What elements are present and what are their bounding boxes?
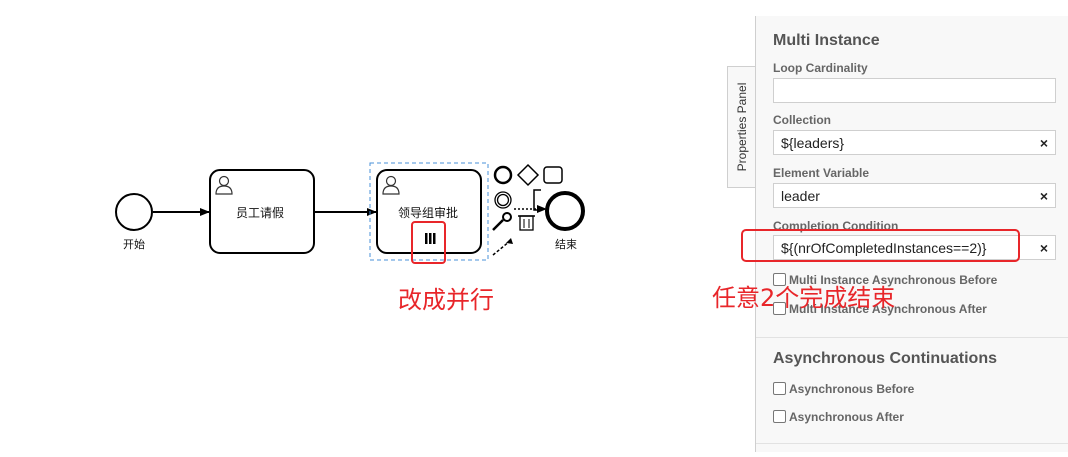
end-event-label: 结束 [555,238,577,251]
completion-condition-field[interactable]: × [773,235,1056,260]
append-end-event-icon[interactable] [493,165,513,185]
annotation-highlight-completion-condition [741,229,1020,262]
clear-element-variable-button[interactable]: × [1039,188,1048,204]
mi-async-before-row[interactable]: Multi Instance Asynchronous Before [773,273,997,287]
bpmn-canvas[interactable]: 开始 员工请假 领导组审批 结束 [0,0,755,452]
mi-async-after-checkbox[interactable] [773,302,786,315]
task1-label: 员工请假 [236,206,285,220]
end-event[interactable] [545,191,585,231]
append-gateway-icon[interactable] [516,163,540,187]
properties-panel-toggle[interactable]: Properties Panel [727,66,755,188]
task-leader-approval[interactable] [376,169,482,254]
collection-label: Collection [773,113,832,127]
user-task-icon [382,175,400,195]
user-task-icon [215,175,233,195]
properties-panel-tab-label: Properties Panel [734,82,749,172]
parallel-multi-instance-icon [425,233,436,244]
group-divider-bottom [756,443,1068,444]
diagram-svg [115,162,585,264]
element-variable-field[interactable]: × [773,183,1056,208]
append-task-icon[interactable] [543,166,563,184]
collection-input[interactable] [774,131,1031,154]
context-pad[interactable] [492,163,563,256]
mi-async-before-checkbox[interactable] [773,273,786,286]
async-before-row[interactable]: Asynchronous Before [773,382,914,396]
selection-outline [369,162,489,261]
loop-cardinality-label: Loop Cardinality [773,61,868,75]
wrench-icon[interactable] [492,212,512,231]
annotation-parallel-note: 改成并行 [398,286,494,314]
clear-completion-condition-button[interactable]: × [1039,240,1048,256]
element-variable-input[interactable] [774,184,1031,207]
async-continuations-title: Asynchronous Continuations [773,350,997,367]
mi-async-after-label: Multi Instance Asynchronous After [789,302,987,316]
clear-collection-button[interactable]: × [1039,135,1048,151]
async-after-row[interactable]: Asynchronous After [773,410,904,424]
completion-condition-input[interactable] [774,236,1031,259]
mi-async-after-row[interactable]: Multi Instance Asynchronous After [773,302,987,316]
collection-field[interactable]: × [773,130,1056,155]
async-after-checkbox[interactable] [773,410,786,423]
multi-instance-title: Multi Instance [773,32,880,49]
start-event[interactable] [115,193,153,231]
start-event-label: 开始 [123,238,145,251]
loop-cardinality-field[interactable] [773,78,1056,103]
mi-async-before-label: Multi Instance Asynchronous Before [789,273,998,287]
async-before-label: Asynchronous Before [789,382,915,396]
element-variable-label: Element Variable [773,166,870,180]
text-annotation-icon[interactable] [533,189,541,211]
connect-icon[interactable] [492,238,513,256]
group-divider [756,337,1068,338]
annotation-completion-note: 任意2个完成结束 [712,284,896,312]
loop-cardinality-input[interactable] [774,79,1031,102]
task2-label: 领导组审批 [398,206,459,220]
annotation-highlight-marker [411,221,446,264]
async-before-checkbox[interactable] [773,382,786,395]
properties-panel: Multi Instance Loop Cardinality Collecti… [755,16,1068,452]
async-after-label: Asynchronous After [789,410,904,424]
task-employee-leave[interactable] [209,169,315,254]
trash-icon[interactable] [518,215,535,231]
